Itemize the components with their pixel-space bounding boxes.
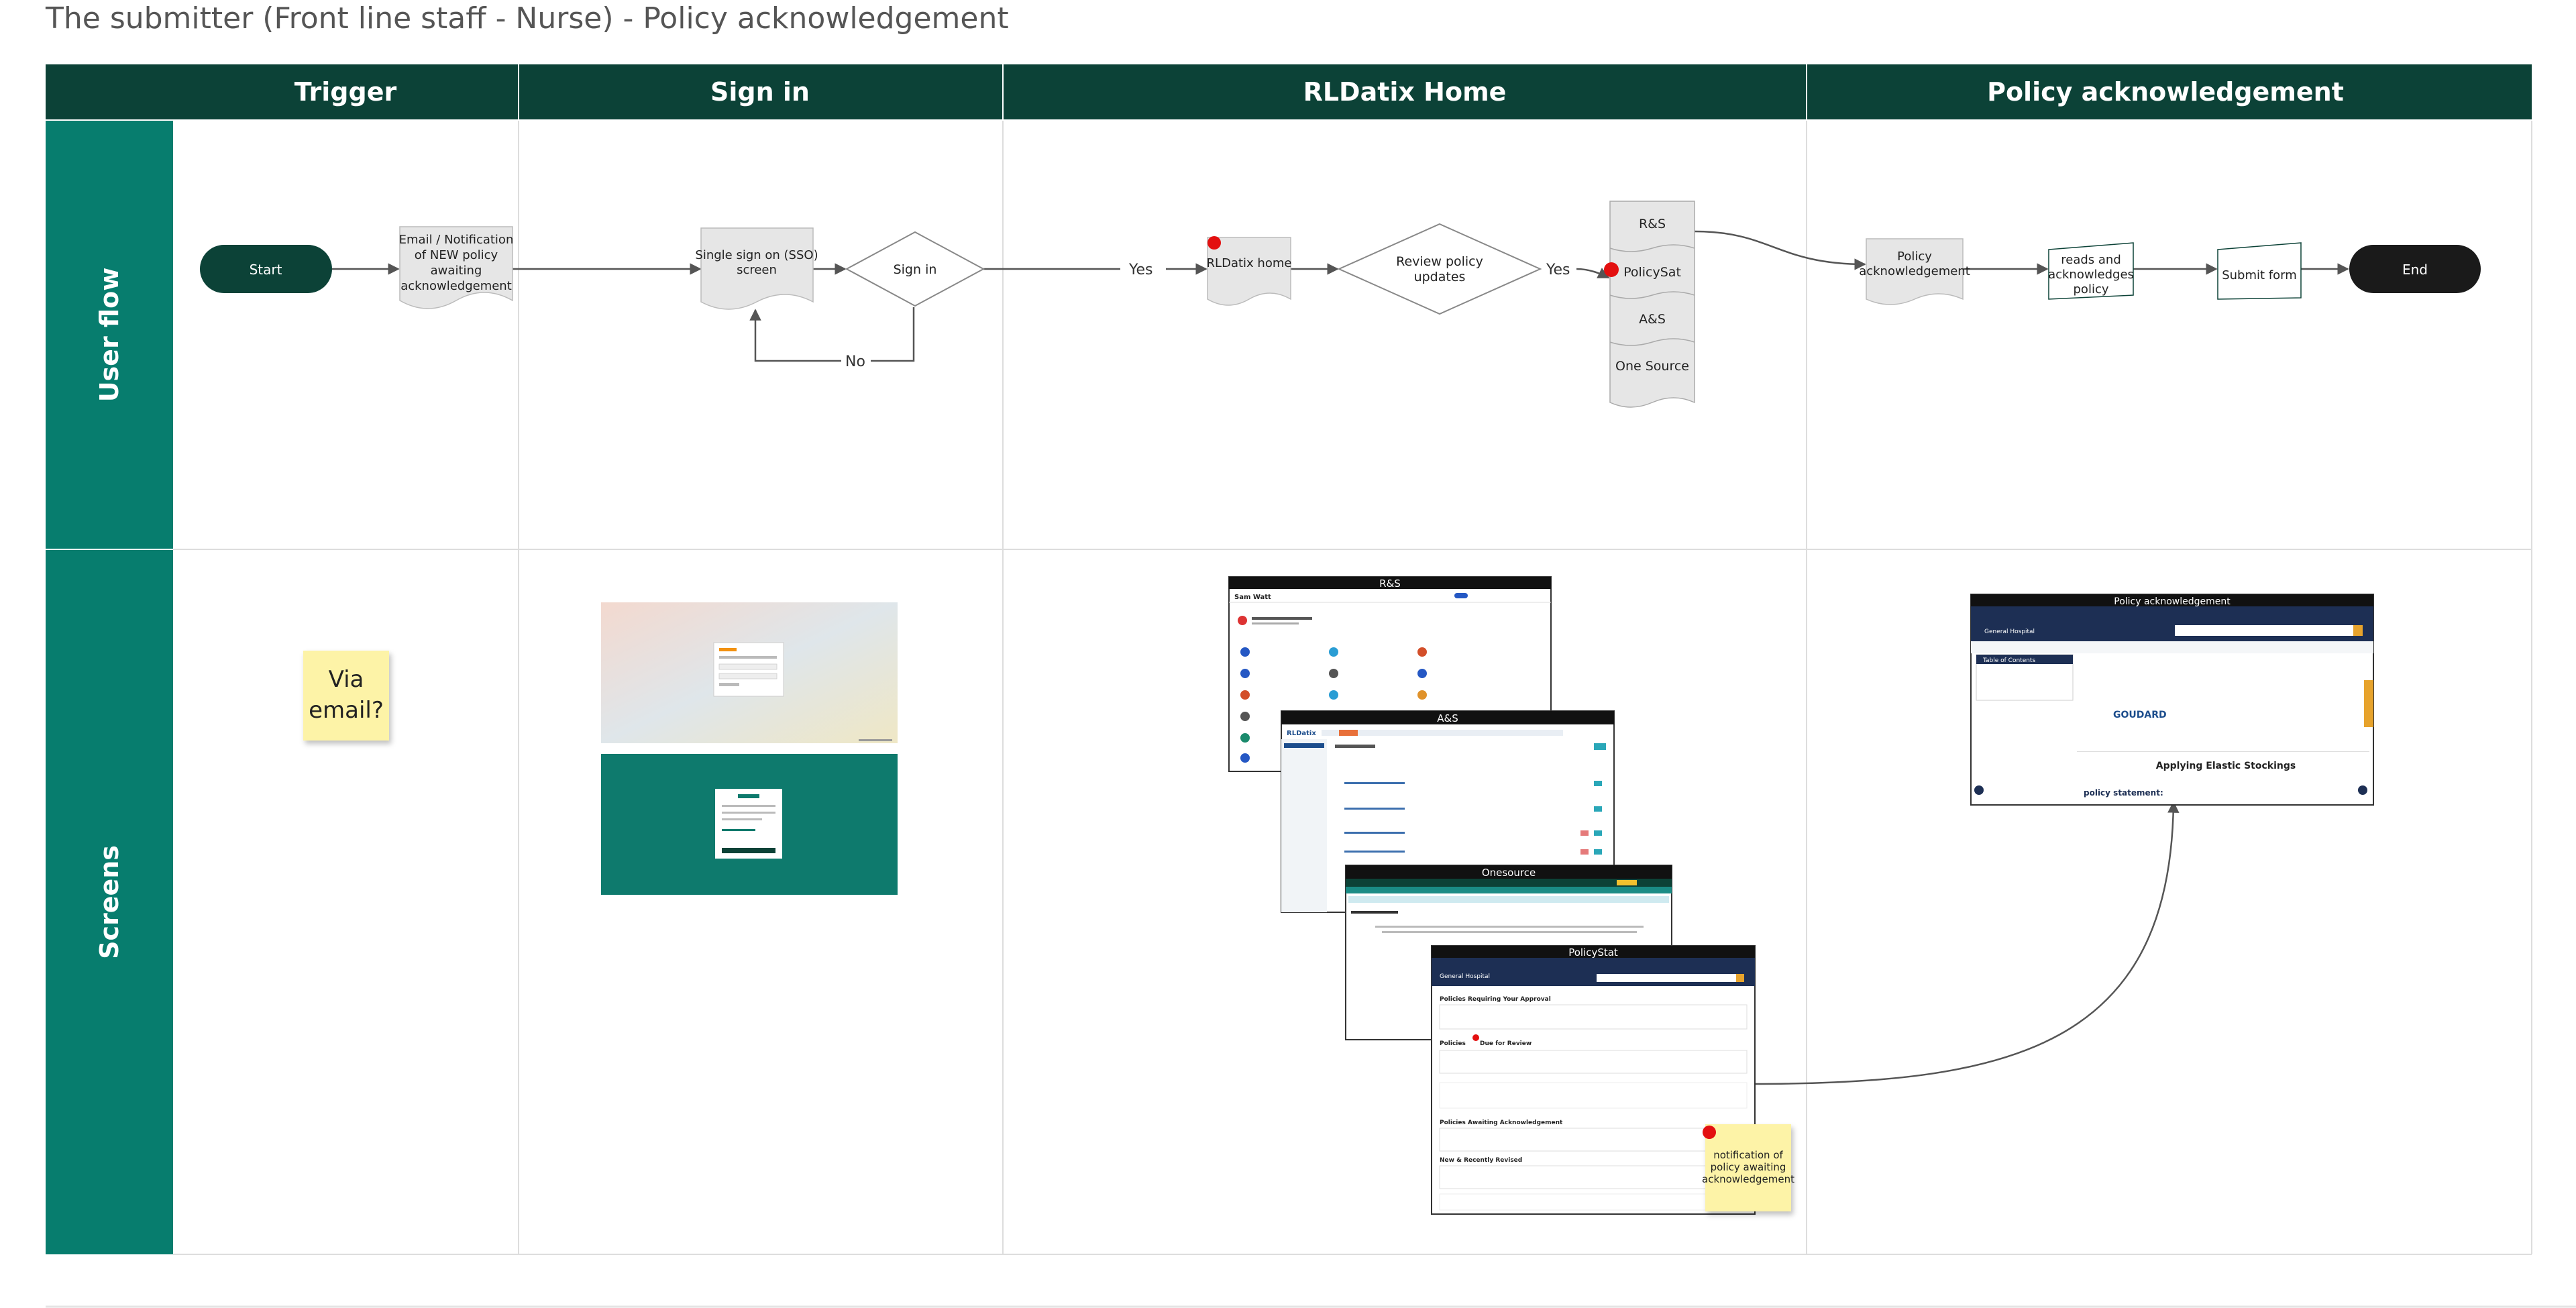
sticky-note-notification: notification of policy awaiting acknowle… <box>1702 1124 1794 1211</box>
node-reads-line: policy <box>2074 282 2109 296</box>
edge-label-yes: Yes <box>1546 262 1570 278</box>
node-end: End <box>2349 245 2481 293</box>
red-marker <box>1703 1126 1716 1139</box>
node-start: Start <box>200 245 332 293</box>
svg-text:RLDatix home: RLDatix home <box>1207 256 1292 270</box>
page-title: The submitter (Front line staff - Nurse)… <box>46 1 1009 36</box>
red-marker <box>1472 1034 1479 1041</box>
node-policy-ack-line: acknowledgement <box>1859 264 1970 278</box>
node-review-line: updates <box>1414 270 1466 284</box>
node-review-decision: Review policy updates <box>1337 223 1542 315</box>
stack-item-as: A&S <box>1639 312 1666 327</box>
stack-item-policysat: PolicySat <box>1623 265 1681 280</box>
stack-item-rs: R&S <box>1639 217 1666 231</box>
sticky-note-via-email: Via email? <box>303 651 389 741</box>
ack-toc-title: Table of Contents <box>1982 657 2035 664</box>
screenshot-sso-signin <box>601 602 898 743</box>
screenshot-title: PolicyStat <box>1568 946 1618 959</box>
node-email-notification-line: Email / Notification <box>399 233 514 247</box>
column-header-policy-acknowledgement <box>1807 64 2532 119</box>
screenshot-policystat: PolicyStat General Hospital Policies Req… <box>1431 945 1756 1215</box>
node-sso-line: screen <box>737 263 777 277</box>
sticky-line: policy awaiting <box>1711 1161 1786 1173</box>
node-sso-screen: Single sign on (SSO) screen <box>695 227 818 310</box>
sticky-line: email? <box>309 697 384 724</box>
policystat-section-label: Due for Review <box>1480 1040 1532 1047</box>
node-policy-ack-line: Policy <box>1897 250 1932 264</box>
column-label-sign-in: Sign in <box>710 77 810 107</box>
node-sso-line: Single sign on (SSO) <box>695 248 818 262</box>
svg-text:Sign in: Sign in <box>894 262 937 277</box>
lane-header-screens <box>46 550 173 1254</box>
node-email-notification-line: of NEW policy <box>415 248 498 262</box>
node-product-stack: R&S PolicySat A&S One Source <box>1604 201 1695 408</box>
policystat-section: Policies <box>1440 1040 1466 1047</box>
ack-policy-statement: policy statement: <box>2084 788 2163 798</box>
red-marker <box>1208 236 1221 250</box>
red-marker <box>1604 262 1619 277</box>
swimlane-grid: Trigger Sign in RLDatix Home Policy ackn… <box>46 64 2576 1308</box>
screenshot-title: Policy acknowledgement <box>2114 596 2231 607</box>
svg-text:End: End <box>2402 262 2428 278</box>
node-email-notification-line: acknowledgement <box>400 279 512 293</box>
node-submit-form: Submit form <box>2217 242 2302 300</box>
node-email-notification: Email / Notification of NEW policy await… <box>399 226 514 309</box>
edge-label-yes: Yes <box>1128 262 1153 278</box>
node-review-line: Review policy <box>1396 254 1483 269</box>
screenshot-title: Onesource <box>1482 867 1536 879</box>
node-reads-acknowledges: reads and acknowledges policy <box>2048 242 2134 300</box>
ack-brand-logo: GOUDARD <box>2113 710 2167 720</box>
sticky-line: Via <box>329 666 364 693</box>
policystat-section: New & Recently Revised <box>1440 1157 1522 1164</box>
svg-text:Start: Start <box>250 262 282 278</box>
as-brand-logo: RLDatix <box>1287 730 1316 737</box>
node-reads-line: reads and <box>2061 253 2121 267</box>
stack-item-one-source: One Source <box>1615 359 1689 374</box>
sticky-line: notification of <box>1713 1149 1783 1161</box>
flow-connectors <box>332 230 2349 1085</box>
node-rldatix-home: RLDatix home <box>1207 236 1292 306</box>
svg-text:Submit form: Submit form <box>2222 268 2297 282</box>
ack-doc-title: Applying Elastic Stockings <box>2156 761 2296 771</box>
column-label-trigger: Trigger <box>294 77 397 107</box>
column-label-policy-acknowledgement: Policy acknowledgement <box>1987 77 2344 107</box>
column-header-trigger <box>173 64 518 119</box>
lane-label-screens: Screens <box>95 845 124 959</box>
column-header-rldatix-home <box>1004 64 1806 119</box>
edge-label-no: No <box>845 353 865 370</box>
header-corner <box>46 64 173 119</box>
policystat-hospital: General Hospital <box>1440 973 1490 980</box>
policystat-section: Policies Awaiting Acknowledgement <box>1440 1120 1563 1126</box>
lane-header-user-flow <box>46 121 173 549</box>
node-reads-line: acknowledges <box>2048 268 2134 282</box>
edge-labels: Yes Yes No <box>841 259 1576 370</box>
rs-user-name: Sam Watt <box>1234 594 1271 601</box>
lane-label-user-flow: User flow <box>95 268 124 402</box>
ack-hospital: General Hospital <box>1984 629 2035 635</box>
policystat-section: Policies Requiring Your Approval <box>1440 996 1551 1003</box>
screenshot-policy-acknowledgement: Policy acknowledgement General Hospital … <box>1970 594 2374 806</box>
screenshot-title: A&S <box>1437 712 1458 724</box>
column-label-rldatix-home: RLDatix Home <box>1303 77 1507 107</box>
screenshot-title: R&S <box>1379 578 1401 590</box>
node-policy-acknowledgement: Policy acknowledgement <box>1859 238 1970 305</box>
node-sign-in-decision: Sign in <box>845 231 985 307</box>
node-email-notification-line: awaiting <box>431 264 482 278</box>
column-header-sign-in <box>519 64 1002 119</box>
screenshot-sso-teal <box>601 754 898 895</box>
sticky-line: acknowledgement <box>1702 1173 1794 1185</box>
